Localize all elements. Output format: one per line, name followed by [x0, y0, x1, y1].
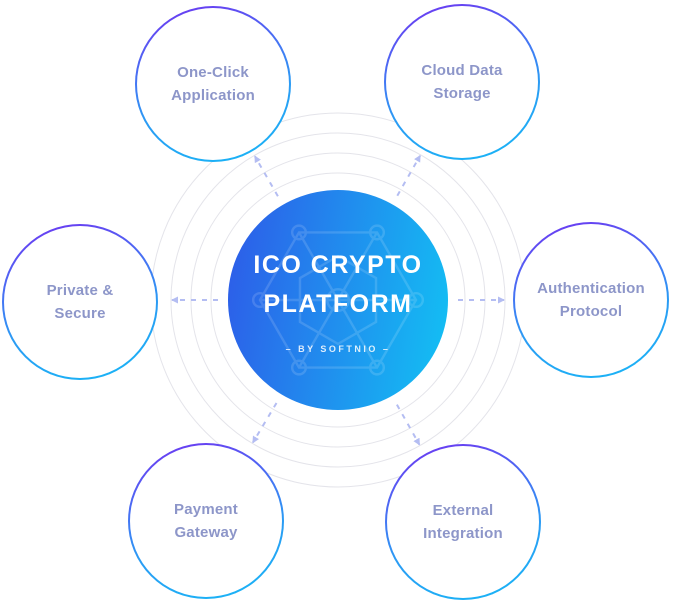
- satellite-label-line: Payment: [174, 500, 238, 518]
- satellite-label: External Integration: [423, 499, 503, 546]
- satellite-one-click-application: One-Click Application: [135, 6, 291, 162]
- satellite-label-line: Integration: [423, 525, 503, 542]
- connector-bottom-left: [252, 402, 278, 444]
- satellite-label-line: One-Click: [177, 63, 249, 81]
- satellite-label: Cloud Data Storage: [421, 59, 502, 106]
- satellite-payment-gateway: Payment Gateway: [128, 443, 284, 599]
- connector-top-left: [254, 155, 279, 197]
- satellite-cloud-data-storage: Cloud Data Storage: [384, 4, 540, 160]
- satellite-label: Authentication Protocol: [537, 277, 645, 324]
- center-platform-circle: ICO CRYPTO PLATFORM – BY SOFTNIO –: [228, 190, 448, 410]
- satellite-label: One-Click Application: [171, 61, 255, 108]
- satellite-label: Private & Secure: [47, 279, 114, 326]
- satellite-label-line: External: [432, 501, 494, 519]
- satellite-label-line: Storage: [433, 85, 491, 102]
- satellite-label-line: Cloud Data: [421, 61, 503, 79]
- platform-title-line2: PLATFORM: [263, 290, 413, 318]
- hexagon-network-icon: [251, 224, 425, 376]
- satellite-label-line: Secure: [54, 305, 106, 322]
- satellite-external-integration: External Integration: [385, 444, 541, 600]
- platform-title-line1: ICO CRYPTO: [253, 251, 423, 280]
- satellite-private-and-secure: Private & Secure: [2, 224, 158, 380]
- platform-subtitle: – BY SOFTNIO –: [285, 343, 391, 354]
- satellite-authentication-protocol: Authentication Protocol: [513, 222, 669, 378]
- connector-top-right: [396, 154, 421, 197]
- satellite-label-line: Protocol: [559, 303, 623, 320]
- connector-bottom-right: [396, 404, 421, 446]
- satellite-label-line: Authentication: [537, 279, 645, 297]
- satellite-label-line: Gateway: [174, 524, 238, 541]
- satellite-label-line: Application: [171, 87, 255, 104]
- satellite-label-line: Private &: [46, 281, 114, 299]
- orbit-ring: [210, 172, 466, 428]
- satellite-label: Payment Gateway: [174, 498, 238, 545]
